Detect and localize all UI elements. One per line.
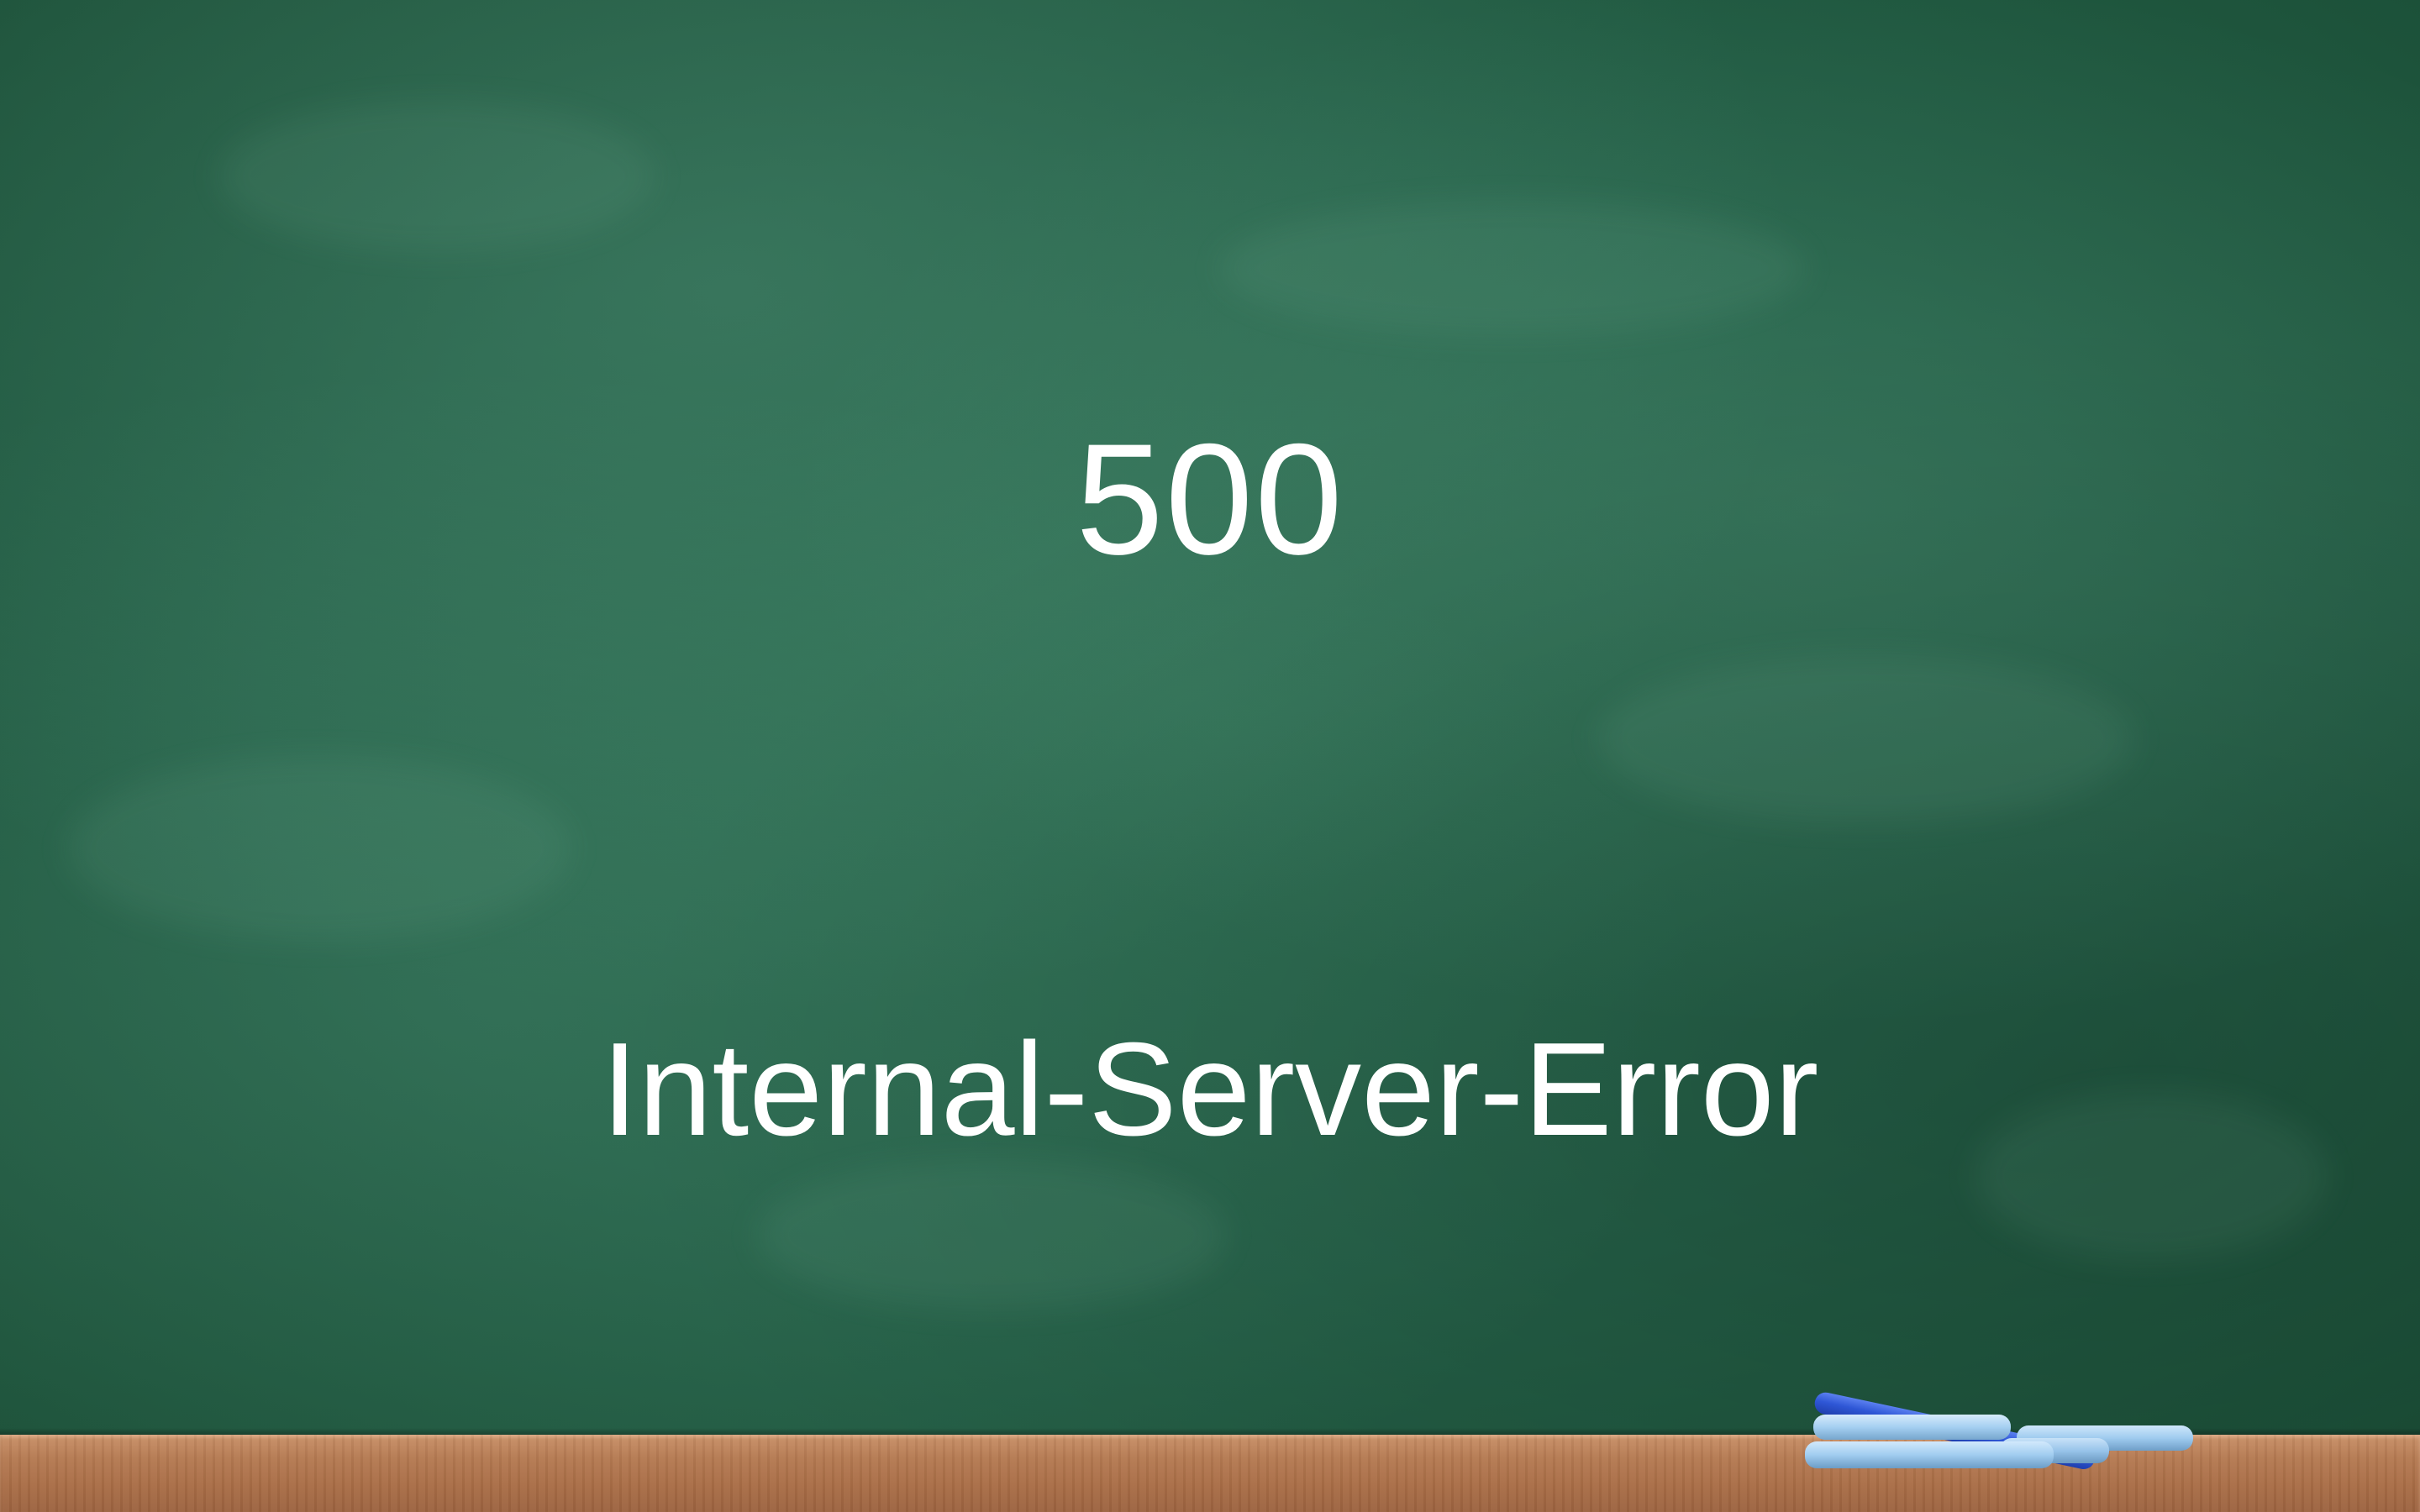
chalk-smudge — [67, 756, 571, 941]
error-code: 500 — [1076, 411, 1344, 587]
error-message: Internal-Server-Error — [601, 1016, 1819, 1163]
chalk-smudge — [218, 101, 655, 252]
ledge-shadow — [0, 1428, 2420, 1436]
chalk-smudge — [1975, 1092, 2328, 1260]
chalk-smudge — [1218, 202, 1807, 336]
light-blue-chalk-stick — [1813, 1415, 2011, 1440]
chalk-smudge — [1597, 655, 2134, 823]
chalkboard-background — [0, 0, 2420, 1435]
light-blue-chalk-stick — [1805, 1441, 2054, 1468]
chalk-smudge — [756, 1159, 1227, 1310]
